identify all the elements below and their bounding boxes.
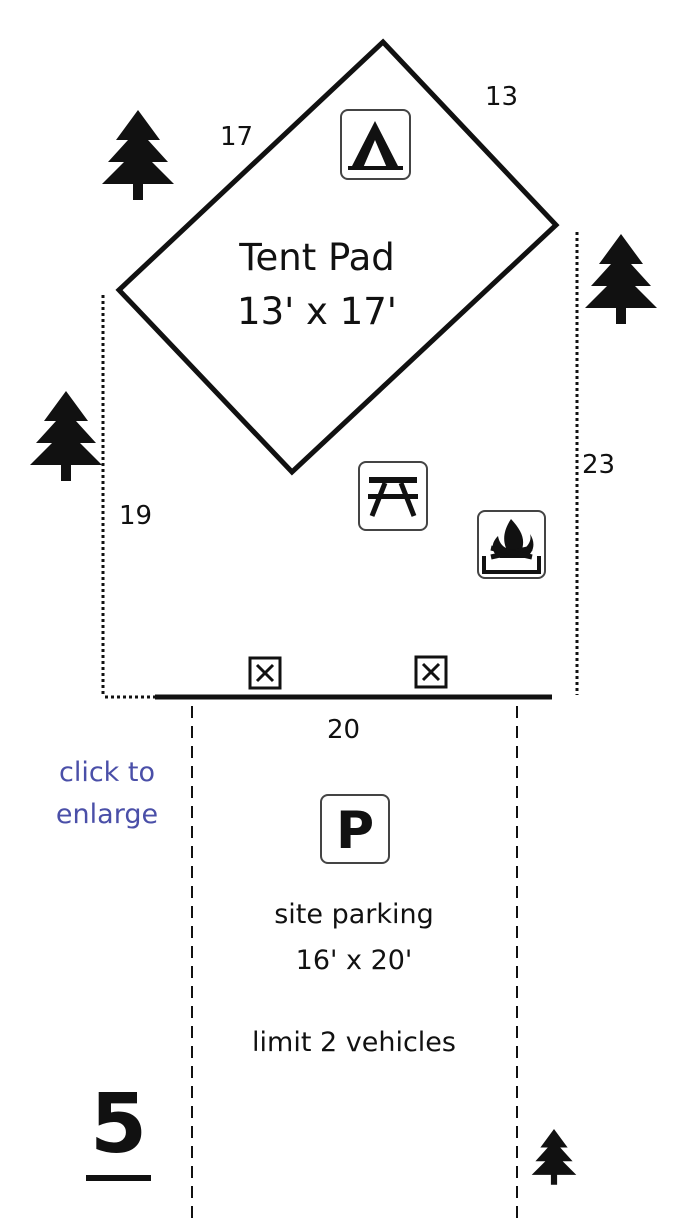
parking-size: 16' x 20' <box>295 945 413 976</box>
picnic-table-icon <box>358 461 428 531</box>
site-number: 5 <box>86 1075 152 1181</box>
dimension-right: 23 <box>582 450 616 480</box>
dimension-top-left: 17 <box>220 122 254 152</box>
pine-tree-icon <box>531 1128 577 1185</box>
parking-label: site parking 16' x 20' <box>204 892 504 984</box>
tent-pad-label: Tent Pad 13' x 17' <box>217 231 417 339</box>
pine-tree-icon <box>585 234 657 324</box>
dimension-bottom: 20 <box>327 715 361 745</box>
boundary-marker-icon <box>414 655 448 689</box>
dimension-top-right: 13 <box>485 82 519 112</box>
dimension-left: 19 <box>119 501 153 531</box>
tent-icon <box>340 109 411 180</box>
enlarge-link-line2: enlarge <box>55 799 159 830</box>
svg-text:P: P <box>336 801 374 861</box>
tent-pad-outline <box>115 38 560 476</box>
enlarge-link[interactable]: click to enlarge <box>40 752 174 836</box>
enlarge-link-line1: click to <box>58 757 156 788</box>
pine-tree-icon <box>102 110 174 200</box>
tent-pad-size: 13' x 17' <box>237 290 397 333</box>
parking-limit: limit 2 vehicles <box>252 1027 456 1058</box>
parking-icon: P <box>320 794 390 864</box>
parking-title: site parking <box>274 899 434 930</box>
boundary-marker-icon <box>248 656 282 690</box>
tent-pad-title: Tent Pad <box>239 236 395 279</box>
pine-tree-icon <box>30 391 102 481</box>
fire-ring-icon <box>477 510 546 579</box>
